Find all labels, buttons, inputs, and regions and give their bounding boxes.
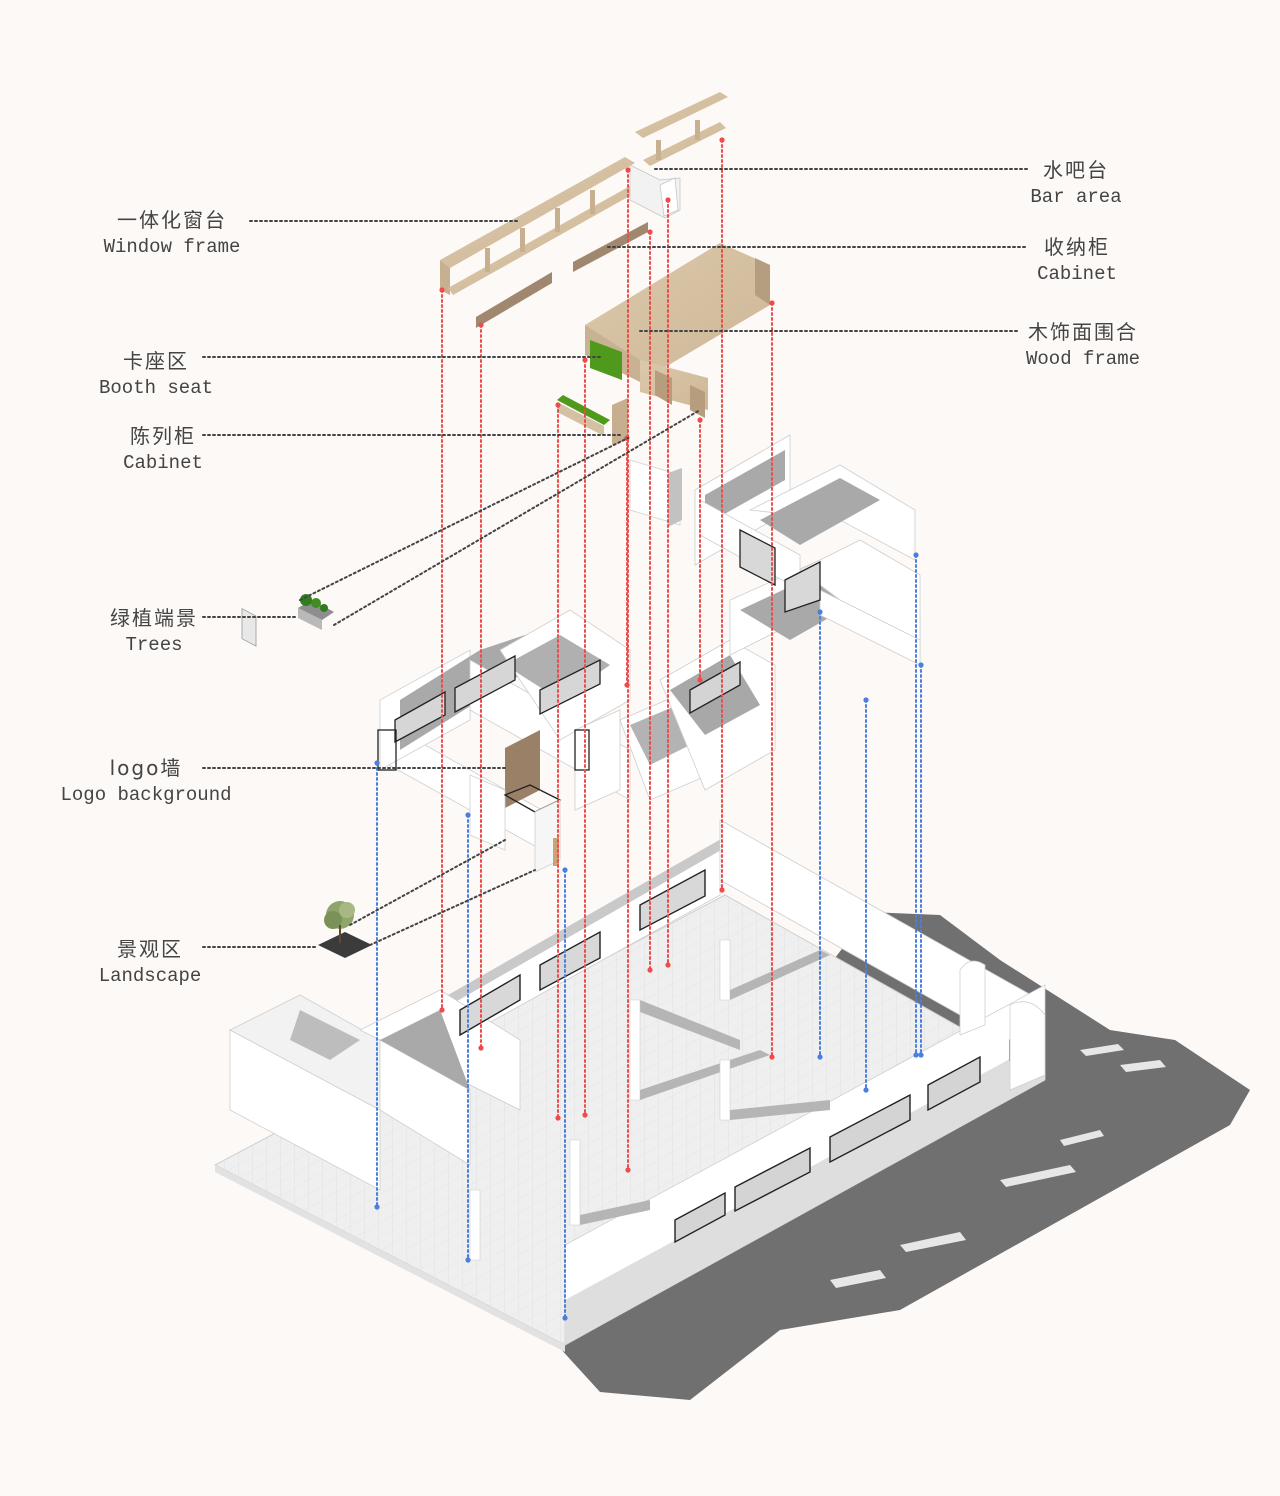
label-zh: 陈列柜 bbox=[130, 424, 196, 448]
projection-endpoint bbox=[555, 402, 561, 408]
label-en: Landscape bbox=[98, 965, 202, 987]
label-storage-cabinet: 收纳柜 Cabinet bbox=[1025, 235, 1129, 287]
projection-endpoint bbox=[863, 1087, 869, 1093]
projection-endpoint bbox=[582, 357, 588, 363]
projection-endpoint bbox=[555, 1115, 561, 1121]
projection-endpoint bbox=[769, 300, 775, 306]
projection-endpoint bbox=[769, 1054, 775, 1060]
label-zh: 收纳柜 bbox=[1044, 235, 1110, 259]
leader-line bbox=[333, 409, 701, 626]
projection-endpoint bbox=[665, 197, 671, 203]
logo-wood-panel bbox=[505, 730, 540, 808]
label-en: Booth seat bbox=[98, 377, 214, 399]
label-en: Trees bbox=[125, 634, 183, 656]
projection-endpoint bbox=[478, 1045, 484, 1051]
label-zh: 绿植端景 bbox=[110, 606, 198, 630]
projection-endpoint bbox=[719, 887, 725, 893]
projection-endpoint bbox=[624, 682, 630, 688]
projection-endpoint bbox=[582, 1112, 588, 1118]
projection-lines-red bbox=[439, 137, 775, 1173]
booth-green-inset bbox=[590, 340, 622, 380]
label-landscape: 景观区 Landscape bbox=[92, 937, 208, 989]
label-logo-background: logo墙 Logo background bbox=[54, 756, 238, 808]
label-wood-frame: 木饰面围合 Wood frame bbox=[1016, 320, 1150, 372]
projection-endpoint bbox=[697, 417, 703, 423]
label-en: Window frame bbox=[103, 236, 241, 258]
label-trees: 绿植端景 Trees bbox=[100, 606, 208, 658]
projection-endpoint bbox=[863, 697, 869, 703]
projection-endpoint bbox=[562, 867, 568, 873]
leader-line bbox=[349, 839, 506, 926]
label-zh: 卡座区 bbox=[123, 349, 189, 373]
label-en: Cabinet bbox=[123, 452, 203, 474]
projection-endpoint bbox=[478, 322, 484, 328]
projection-endpoint bbox=[647, 229, 653, 235]
label-zh: 水吧台 bbox=[1043, 158, 1109, 182]
projection-endpoint bbox=[817, 609, 823, 615]
label-display-cabinet: 陈列柜 Cabinet bbox=[113, 424, 213, 476]
display-cabinet-piece bbox=[557, 395, 628, 445]
wood-frame-piece bbox=[585, 243, 770, 418]
label-zh: 景观区 bbox=[117, 937, 183, 961]
label-booth-seat: 卡座区 Booth seat bbox=[93, 349, 219, 401]
label-en: Cabinet bbox=[1037, 263, 1117, 285]
projection-endpoint bbox=[665, 962, 671, 968]
projection-endpoint bbox=[918, 1052, 924, 1058]
building-shell bbox=[213, 608, 1047, 1352]
projection-endpoint bbox=[697, 677, 703, 683]
slim-cabinet-1 bbox=[476, 272, 552, 328]
projection-endpoint bbox=[439, 1007, 445, 1013]
label-en: Logo background bbox=[60, 784, 232, 806]
label-bar-area: 水吧台 Bar area bbox=[1020, 158, 1132, 210]
projection-endpoint bbox=[913, 1052, 919, 1058]
label-en: Bar area bbox=[1030, 186, 1122, 208]
window-frame-piece bbox=[440, 92, 728, 295]
projection-endpoint bbox=[465, 812, 471, 818]
bar-unit bbox=[629, 164, 681, 219]
label-zh: 木饰面围合 bbox=[1028, 320, 1138, 344]
projection-endpoint bbox=[719, 137, 725, 143]
tree-prop bbox=[318, 901, 372, 958]
leader-line bbox=[299, 437, 629, 601]
label-en: Wood frame bbox=[1025, 348, 1141, 370]
label-zh: logo墙 bbox=[109, 756, 183, 780]
label-window-frame: 一体化窗台 Window frame bbox=[96, 208, 248, 260]
projection-endpoint bbox=[465, 1257, 471, 1263]
planter-prop bbox=[298, 594, 334, 630]
leader-lines bbox=[202, 168, 1029, 948]
leader-line bbox=[369, 869, 536, 946]
projection-endpoint bbox=[913, 552, 919, 558]
label-zh: 一体化窗台 bbox=[117, 208, 227, 232]
furniture-layer bbox=[440, 92, 770, 445]
projection-endpoint bbox=[439, 287, 445, 293]
projection-endpoint bbox=[647, 967, 653, 973]
projection-endpoint bbox=[562, 1315, 568, 1321]
projection-endpoint bbox=[374, 760, 380, 766]
projection-lines-blue bbox=[374, 552, 924, 1321]
projection-endpoint bbox=[374, 1204, 380, 1210]
projection-endpoint bbox=[918, 662, 924, 668]
projection-endpoint bbox=[817, 1054, 823, 1060]
projection-endpoint bbox=[625, 1167, 631, 1173]
projection-endpoint bbox=[625, 167, 631, 173]
